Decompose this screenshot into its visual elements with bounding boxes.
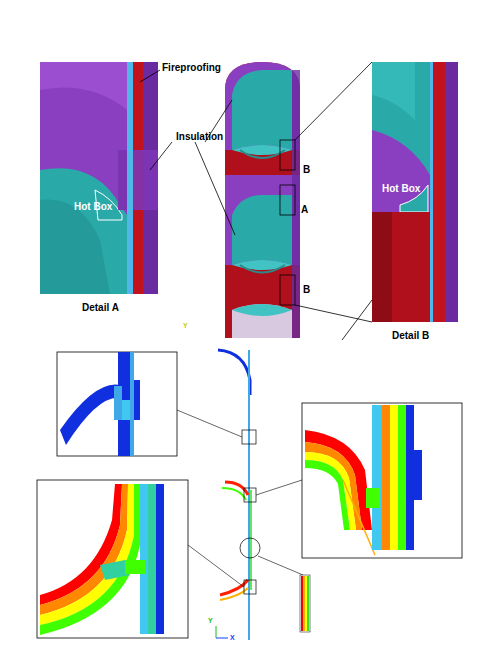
detail-caption: Detail B	[392, 330, 429, 341]
detail-a-panel	[40, 62, 158, 294]
fe-model	[177, 350, 310, 640]
axis-label: X	[230, 634, 235, 642]
detail-marker: A	[301, 204, 308, 215]
detail-caption: Detail A	[82, 302, 119, 313]
part-label: Fireproofing	[162, 62, 221, 73]
part-label: Hot Box	[74, 201, 112, 212]
part-label: Insulation	[176, 131, 223, 142]
axis-label: Y	[208, 617, 213, 625]
part-label: Hot Box	[382, 183, 420, 194]
detail-marker: B	[303, 164, 310, 175]
axis-label: Y	[183, 322, 188, 330]
detail-marker: B	[303, 284, 310, 295]
vessel-cutaway	[225, 62, 300, 338]
inset-top	[57, 352, 177, 456]
inset-right	[302, 403, 462, 558]
detail-b-panel	[372, 62, 458, 322]
inset-bottom	[37, 480, 188, 638]
leader-lines	[140, 62, 372, 340]
